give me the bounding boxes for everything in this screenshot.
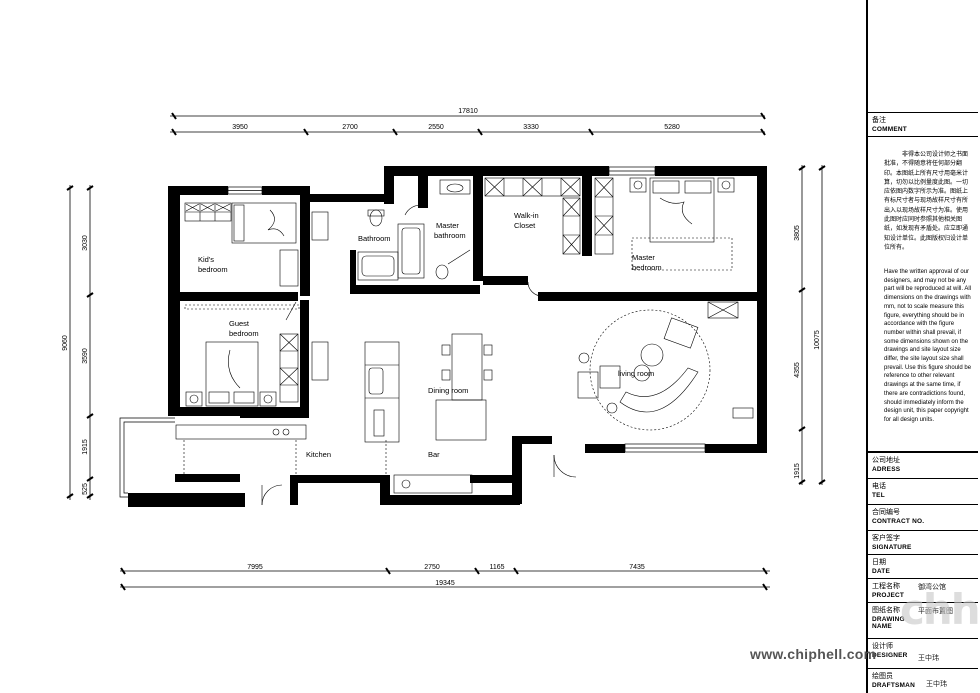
- dim-top-seg-1: 3950: [232, 124, 248, 131]
- dim-top-seg-4: 3330: [523, 124, 539, 131]
- room-label-bar: Bar: [428, 450, 440, 459]
- field-tel: 电话 TEL: [868, 478, 978, 504]
- room-label-guest-1: Guest: [229, 319, 250, 328]
- bathroom-fixtures: [311, 209, 425, 281]
- field-project-cn: 工程名称: [872, 582, 900, 590]
- bottom-dimension-lines: [120, 567, 770, 591]
- watermark-logo: chh: [900, 585, 980, 634]
- field-project: 工程名称 PROJECT 御湾公馆: [868, 578, 978, 602]
- living-furniture: [577, 301, 754, 431]
- room-label-closet-2: Closet: [514, 221, 536, 230]
- note-english: Have the written approval of our designe…: [884, 269, 972, 423]
- dim-bottom-seg-1: 7995: [247, 564, 263, 571]
- dim-bottom-seg-2: 2750: [424, 564, 440, 571]
- dim-top-seg-3: 2550: [428, 124, 444, 131]
- right-dimension-lines: [798, 165, 826, 485]
- field-designer-value: 王中玮: [918, 654, 939, 662]
- room-label-master-bed-1: Master: [632, 253, 655, 262]
- master-bathroom-fixtures: [404, 179, 471, 280]
- field-designer-en: DESIGNER: [872, 652, 908, 659]
- dining-table: [435, 333, 493, 441]
- field-draftsman-cn: 绘图员: [872, 672, 893, 680]
- kitchen-bar-cabinets: [175, 341, 473, 494]
- dim-left-seg-2: 3590: [82, 348, 89, 364]
- field-contract-cn: 合同编号: [872, 508, 900, 516]
- field-drawing-en: DRAWING NAME: [872, 616, 905, 630]
- field-signature: 客户签字 SIGNATURE: [868, 530, 978, 554]
- field-designer: 设计师 DESIGNER 王中玮: [868, 638, 978, 668]
- dim-right-seg-2: 4355: [794, 362, 801, 378]
- field-project-en: PROJECT: [872, 592, 905, 599]
- field-contract: 合同编号 CONTRACT NO.: [868, 504, 978, 530]
- room-label-master-bed-2: bedroom: [632, 263, 662, 272]
- field-tel-cn: 电话: [872, 482, 886, 490]
- field-drawing-value: 平面布置图: [918, 607, 953, 615]
- top-dimension-lines: [170, 112, 766, 136]
- field-designer-cn: 设计师: [872, 642, 893, 650]
- walls: [128, 166, 767, 507]
- dim-top-total: 17810: [458, 108, 478, 115]
- field-signature-cn: 客户签字: [872, 534, 900, 542]
- dim-bottom-seg-3: 1165: [489, 564, 504, 571]
- room-label-living: living room: [618, 369, 654, 378]
- room-label-master-bath-1: Master: [436, 221, 459, 230]
- left-dimension-lines: [66, 185, 94, 500]
- dim-bottom-seg-4: 7435: [629, 564, 645, 571]
- field-date-cn: 日期: [872, 558, 886, 566]
- dim-left-seg-1: 3030: [82, 235, 89, 251]
- room-label-master-bath-2: bathroom: [434, 231, 466, 240]
- field-draftsman-en: DRAFTSMAN: [872, 682, 915, 689]
- room-label-kids-1: Kid's: [198, 255, 214, 264]
- field-project-value: 御湾公馆: [918, 583, 946, 591]
- field-tel-en: TEL: [872, 492, 885, 499]
- comment-header: 备注 COMMENT: [868, 112, 978, 136]
- dim-bottom-total: 19345: [435, 580, 455, 587]
- room-label-bathroom: Bathroom: [358, 234, 391, 243]
- windows: [119, 166, 767, 498]
- field-contract-en: CONTRACT NO.: [872, 518, 925, 525]
- dim-right-seg-1: 3805: [794, 225, 801, 241]
- floor-plan: 17810 3950 2700 2550 3330 5280 7995 2750…: [62, 108, 826, 591]
- guest-bedroom-furniture: [184, 304, 300, 407]
- doors: [261, 301, 577, 506]
- watermark-text: www.chiphell.com: [750, 646, 877, 662]
- room-label-closet-1: Walk-in: [514, 211, 539, 220]
- field-draftsman-value: 王中玮: [926, 680, 947, 688]
- dim-left-total: 9060: [62, 335, 69, 351]
- field-date: 日期 DATE: [868, 554, 978, 578]
- comment-cn: 备注: [872, 116, 886, 124]
- room-label-kitchen: Kitchen: [306, 450, 331, 459]
- dim-left-seg-3: 1915: [82, 439, 89, 455]
- note-chinese: 非得本公司设计师之书面批准，不得随意将任何部分翻印。本图纸上所有尺寸用毫米计算，…: [884, 151, 969, 251]
- closet-cabinets: [484, 177, 614, 297]
- dim-top-seg-2: 2700: [342, 124, 358, 131]
- room-label-guest-2: bedroom: [229, 329, 259, 338]
- field-address-en: ADRESS: [872, 466, 901, 473]
- field-drawing-name: 图纸名称 DRAWING NAME 平面布置图: [868, 602, 978, 638]
- dim-top-seg-5: 5280: [664, 124, 680, 131]
- field-signature-en: SIGNATURE: [872, 544, 912, 551]
- field-date-en: DATE: [872, 568, 891, 575]
- comment-box: [868, 136, 978, 452]
- field-address: 公司地址 ADRESS: [868, 452, 978, 478]
- field-draftsman: 绘图员 DRAFTSMAN 王中玮: [868, 668, 978, 693]
- comment-en: COMMENT: [872, 126, 907, 133]
- field-address-cn: 公司地址: [872, 456, 900, 464]
- dim-right-seg-3: 1915: [794, 463, 801, 479]
- field-drawing-cn: 图纸名称: [872, 606, 900, 614]
- kids-bedroom-furniture: [184, 202, 299, 287]
- dim-right-total: 10075: [814, 330, 821, 350]
- room-label-kids-2: bedroom: [198, 265, 228, 274]
- dim-left-seg-4: 525: [82, 483, 89, 495]
- master-bedroom-furniture: [629, 177, 735, 271]
- title-block: [866, 0, 980, 693]
- room-label-dining: Dining room: [428, 386, 468, 395]
